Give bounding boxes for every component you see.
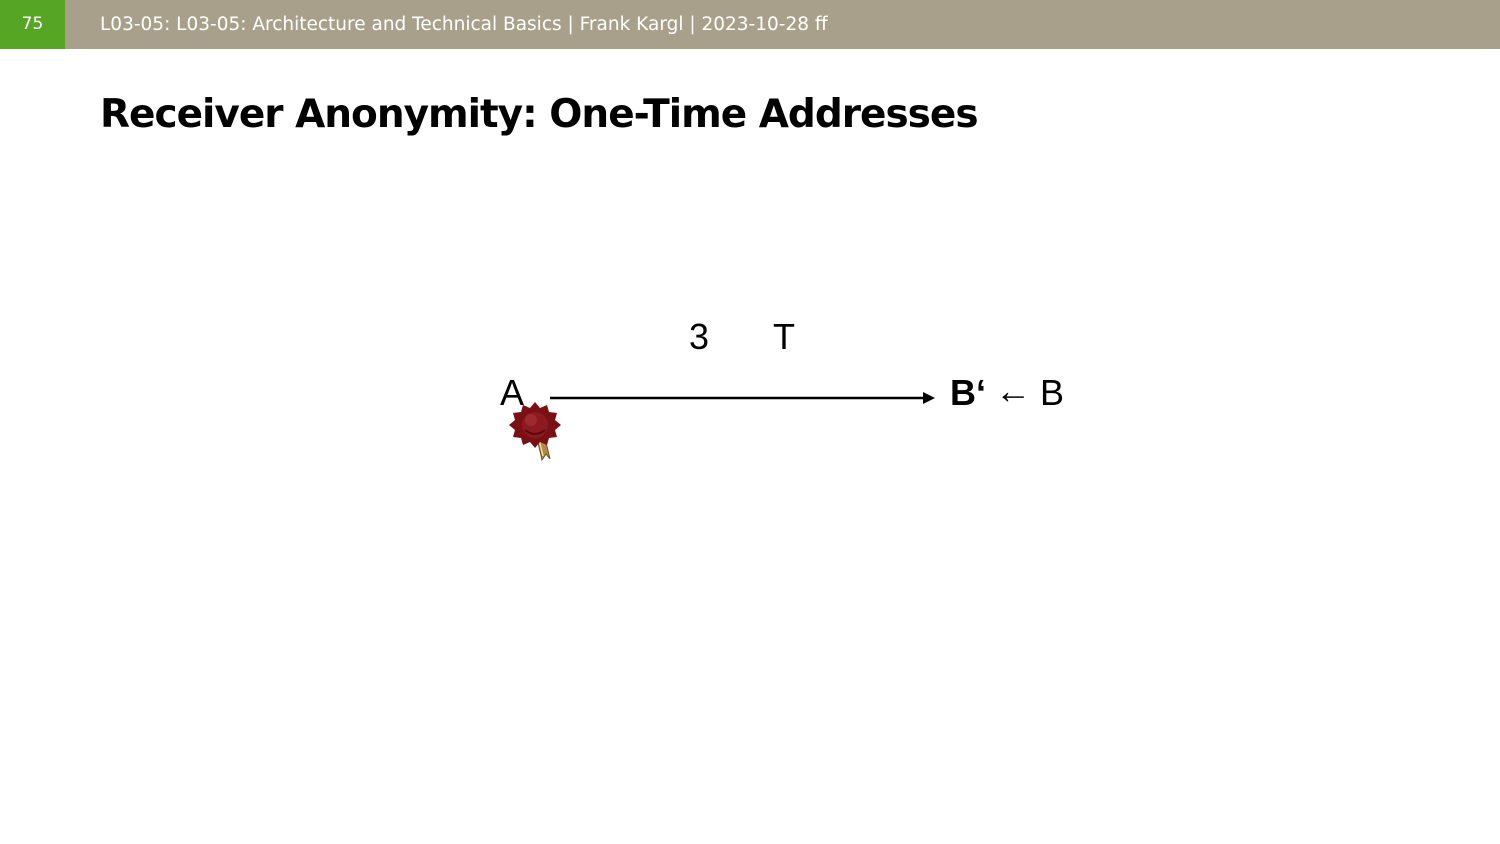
wax-seal-icon <box>509 402 561 462</box>
sender-label: A <box>500 372 525 413</box>
arrow-right-icon <box>550 392 935 404</box>
message-label-1: 3 <box>689 316 710 357</box>
mapping-arrow-icon: ← <box>995 370 1031 411</box>
header-bar: 75 L03-05: L03-05: Architecture and Tech… <box>0 0 1500 49</box>
page-number: 75 <box>0 0 65 49</box>
slide-title: Receiver Anonymity: One-Time Addresses <box>100 92 979 137</box>
receiver-label: B <box>1040 372 1065 413</box>
one-time-address-label: B‘ <box>950 372 986 413</box>
header-text: L03-05: L03-05: Architecture and Technic… <box>100 14 828 35</box>
message-label-2: T <box>773 316 795 357</box>
